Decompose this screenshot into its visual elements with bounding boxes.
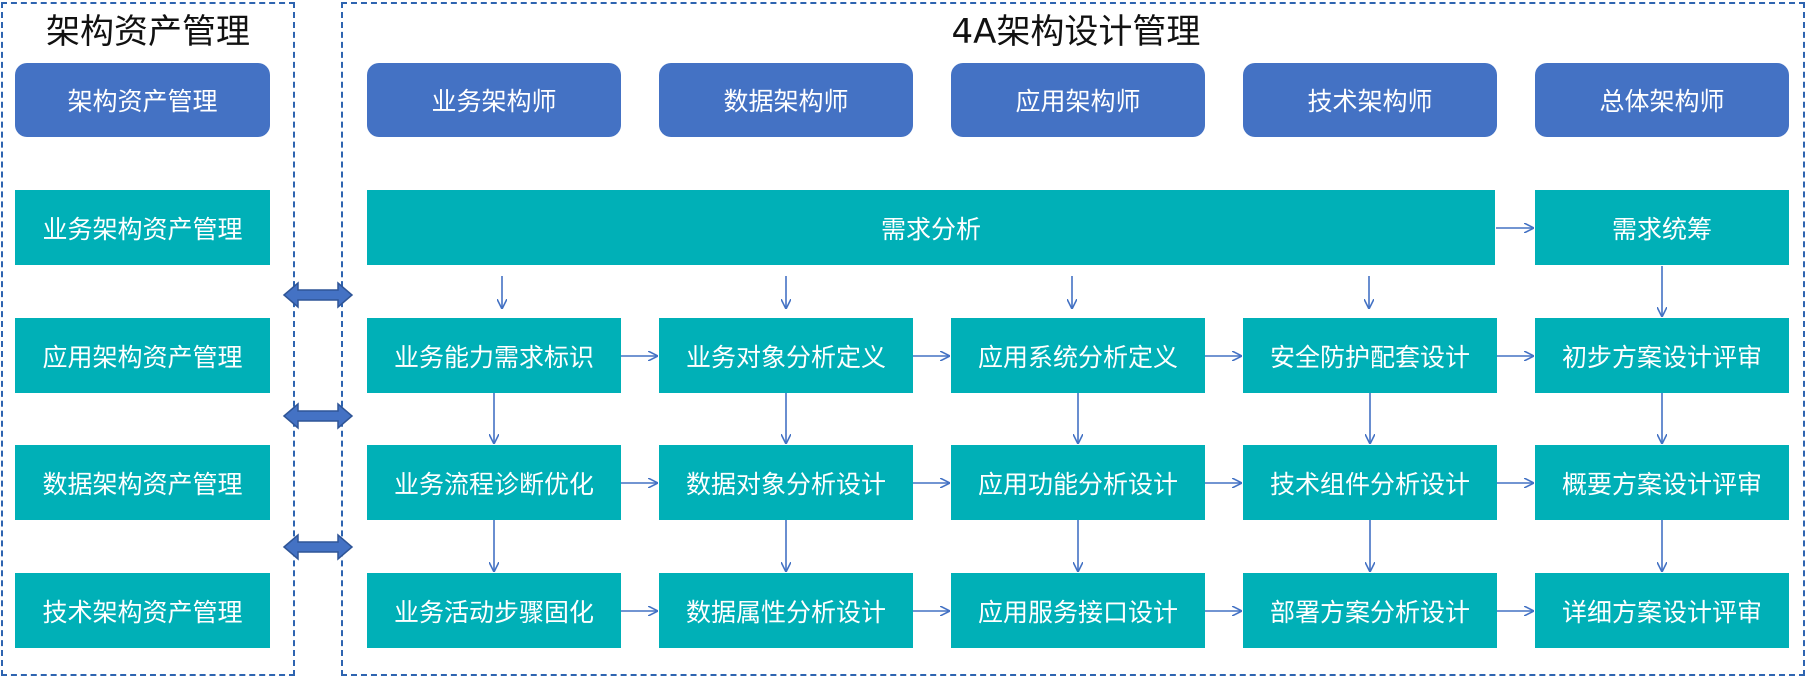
application-asset-management: 应用架构资产管理 [15, 318, 270, 393]
data-attribute-design: 数据属性分析设计 [659, 573, 913, 648]
deployment-plan-design: 部署方案分析设计 [1243, 573, 1497, 648]
4a-design-panel [341, 2, 1805, 676]
data-asset-management: 数据架构资产管理 [15, 445, 270, 520]
role-business-architect: 业务架构师 [367, 63, 621, 137]
role-data-architect: 数据架构师 [659, 63, 913, 137]
double-arrow-3 [282, 533, 354, 561]
business-capability-identification: 业务能力需求标识 [367, 318, 621, 393]
requirement-analysis: 需求分析 [367, 190, 1495, 265]
asset-panel-title: 架构资产管理 [46, 12, 250, 52]
technology-asset-management: 技术架构资产管理 [15, 573, 270, 648]
detailed-design-review: 详细方案设计评审 [1535, 573, 1789, 648]
application-function-design: 应用功能分析设计 [951, 445, 1205, 520]
role-application-architect: 应用架构师 [951, 63, 1205, 137]
double-arrow-1 [282, 281, 354, 309]
application-system-definition: 应用系统分析定义 [951, 318, 1205, 393]
application-service-interface-design: 应用服务接口设计 [951, 573, 1205, 648]
data-object-design: 数据对象分析设计 [659, 445, 913, 520]
security-protection-design: 安全防护配套设计 [1243, 318, 1497, 393]
business-asset-management: 业务架构资产管理 [15, 190, 270, 265]
business-activity-solidification: 业务活动步骤固化 [367, 573, 621, 648]
4a-panel-title: 4A架构设计管理 [951, 12, 1201, 52]
business-process-optimization: 业务流程诊断优化 [367, 445, 621, 520]
role-chief-architect: 总体架构师 [1535, 63, 1789, 137]
role-technology-architect: 技术架构师 [1243, 63, 1497, 137]
requirement-coordination: 需求统筹 [1535, 190, 1789, 265]
business-object-definition: 业务对象分析定义 [659, 318, 913, 393]
asset-management-header: 架构资产管理 [15, 63, 270, 137]
technology-component-design: 技术组件分析设计 [1243, 445, 1497, 520]
outline-design-review: 概要方案设计评审 [1535, 445, 1789, 520]
preliminary-design-review: 初步方案设计评审 [1535, 318, 1789, 393]
asset-management-panel [1, 2, 295, 676]
double-arrow-2 [282, 402, 354, 430]
